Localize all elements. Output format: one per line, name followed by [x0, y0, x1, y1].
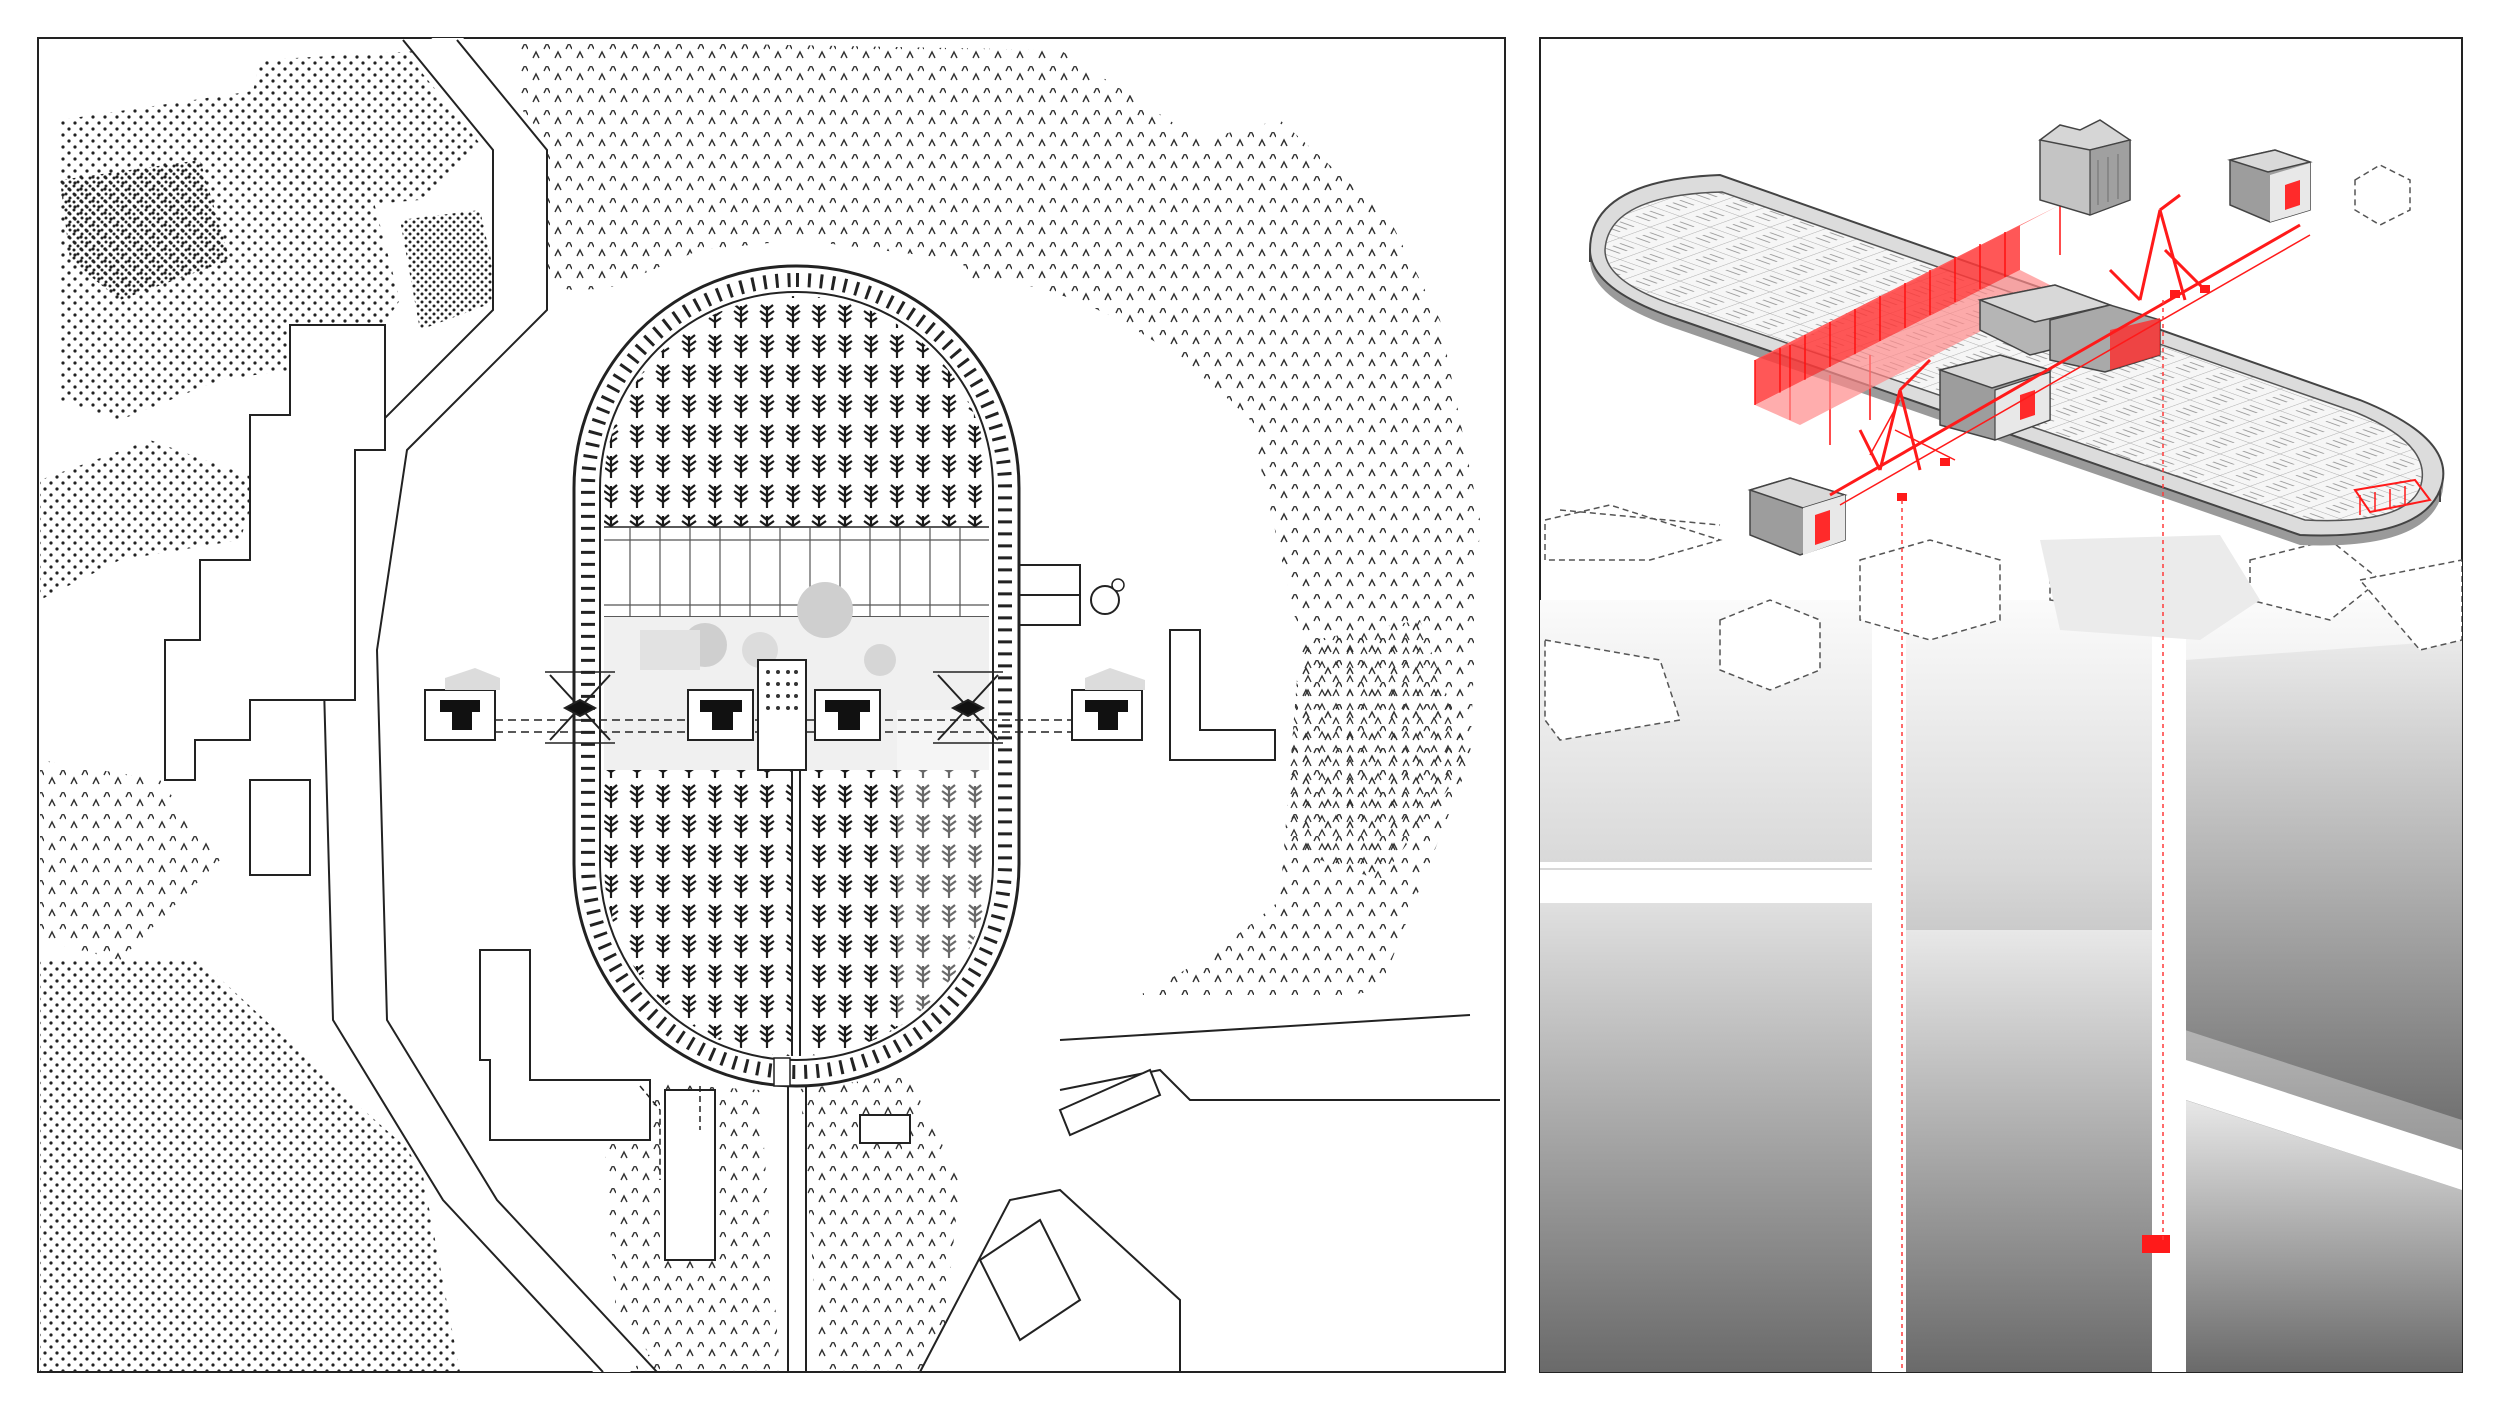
road	[2186, 1060, 2462, 1190]
building-outline	[1058, 1068, 1162, 1137]
house-icon	[424, 668, 500, 741]
building-outline	[164, 324, 386, 781]
path-edge	[787, 1086, 807, 1372]
central-tower	[757, 659, 807, 771]
shadow	[640, 630, 700, 670]
axon-oval-farm	[1588, 173, 2445, 546]
axon-buildings	[1747, 119, 2313, 556]
axonometric-panel	[1539, 37, 2463, 1373]
greenhouse-row	[604, 526, 989, 618]
building-outline	[918, 1188, 1181, 1372]
road	[1872, 540, 1906, 1372]
gate	[2359, 486, 2406, 515]
road	[322, 38, 650, 1372]
site-plan-panel	[37, 37, 1506, 1373]
plaza	[2040, 535, 2260, 640]
tank	[1111, 578, 1125, 592]
greenhouse-grid	[604, 527, 989, 617]
vegetation-area	[40, 760, 220, 960]
tower-grid	[766, 670, 798, 710]
building-outline	[249, 779, 311, 876]
oval-edge	[1589, 250, 2441, 502]
house-icon	[1071, 668, 1145, 741]
dashed-line	[639, 1085, 701, 1180]
tree-canopy	[864, 644, 896, 676]
vegetation-area	[40, 440, 260, 600]
gate	[773, 1057, 791, 1087]
building-outline	[664, 1089, 716, 1261]
vegetation-area	[60, 160, 230, 300]
road-edge	[375, 39, 658, 1372]
ground-block	[1540, 870, 1872, 1372]
ground-block	[2185, 1100, 2462, 1372]
vegetation-area	[800, 1060, 960, 1372]
tank	[1090, 585, 1120, 615]
road	[1540, 870, 1880, 900]
crane-icon	[933, 671, 1003, 744]
house-icon	[814, 689, 881, 741]
house-icon	[687, 689, 754, 741]
tree-canopy	[797, 582, 853, 638]
gate	[2353, 478, 2432, 514]
vegetation-area	[400, 210, 500, 330]
ground-block	[1906, 930, 2160, 1372]
hoist-cable	[1901, 300, 2164, 1370]
crane-icon	[1829, 193, 2311, 506]
building-outline	[1169, 629, 1276, 761]
ground-block	[2185, 640, 2462, 1120]
building-outline	[479, 949, 651, 1141]
crane-icon	[545, 671, 615, 744]
road-edge	[1059, 1014, 1500, 1101]
building-outline	[978, 1218, 1082, 1342]
oval-segmented-ring	[581, 273, 1012, 1079]
vegetation-area	[1260, 620, 1470, 880]
building-outline	[859, 1114, 911, 1144]
vegetation-area	[40, 960, 460, 1372]
